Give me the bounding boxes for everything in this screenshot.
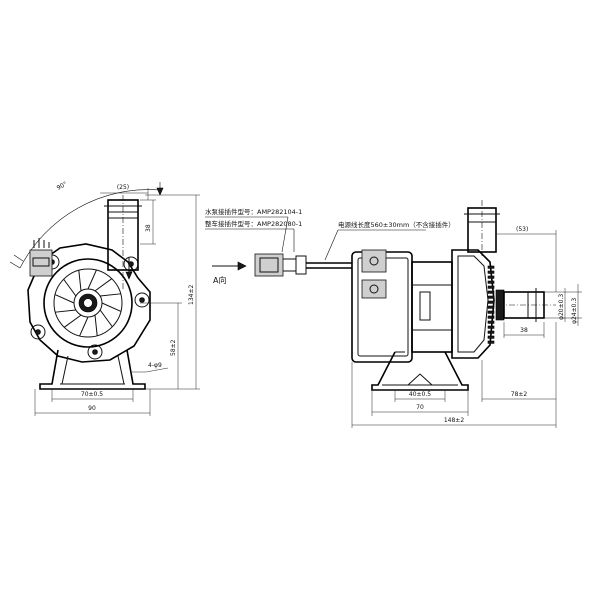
pump-head-rib bbox=[487, 280, 495, 284]
dim-58-label: 58±2 bbox=[170, 339, 177, 356]
pump-head-rib bbox=[487, 320, 495, 324]
pump-head-rib bbox=[487, 315, 495, 319]
dim-148-label: 148±2 bbox=[444, 417, 464, 424]
connector-housing bbox=[295, 255, 307, 275]
view-indicator: A向 水泵接插件型号：AMP282104-1 整车接插件型号：AMP282080… bbox=[205, 207, 455, 285]
pump-housing-outline bbox=[27, 243, 151, 363]
impeller-spoke bbox=[87, 269, 97, 290]
pump-head-rib bbox=[487, 300, 495, 304]
side-view: (53) φ20±0.3 φ24±0.3 38 40±0.5 78±2 70 1… bbox=[254, 200, 582, 428]
dim-4phi9-label: 4-φ9 bbox=[148, 362, 162, 369]
mount-lug-bottom bbox=[87, 344, 103, 360]
pump-head-rib bbox=[487, 330, 495, 334]
cable-length-label: 电源线长度560±30mm（不含接插件） bbox=[338, 220, 455, 229]
connector-block bbox=[29, 249, 53, 277]
mounting-foot bbox=[39, 349, 146, 390]
pump-head-rib bbox=[487, 340, 495, 344]
dim-38-top-label: 38 bbox=[145, 224, 152, 232]
dim-70-label: 70±0.5 bbox=[81, 391, 103, 398]
dim-90-label: 90 bbox=[88, 405, 96, 412]
dim-134-label: 134±2 bbox=[188, 285, 195, 305]
dim-phi24-label: φ24±0.3 bbox=[571, 298, 578, 324]
impeller-spoke bbox=[94, 315, 98, 336]
pump-head-rib bbox=[487, 305, 495, 309]
impeller-spoke bbox=[54, 294, 75, 304]
impeller-spoke bbox=[100, 293, 121, 297]
impeller-spoke bbox=[63, 314, 82, 328]
view-a-label: A向 bbox=[213, 275, 226, 285]
pump-connector-label: 水泵接插件型号：AMP282104-1 bbox=[205, 207, 302, 216]
impeller-ring-outer bbox=[43, 258, 133, 348]
impeller-spoke bbox=[63, 278, 77, 297]
dim-38-side-label: 38 bbox=[520, 327, 528, 334]
impeller-spoke bbox=[101, 302, 122, 312]
middle-housing bbox=[411, 261, 453, 353]
impeller-spoke bbox=[79, 316, 89, 337]
mount-lug-right bbox=[134, 292, 150, 308]
pump-head-rib bbox=[487, 270, 495, 274]
arrow-mark bbox=[156, 187, 164, 196]
pump-head-rib bbox=[487, 310, 495, 314]
mount-lug-bottom-left bbox=[30, 324, 46, 340]
dim-70-side-label: 70 bbox=[416, 404, 424, 411]
front-view: (25) 90° 38 134±2 58±2 4-φ9 70±0.5 90 bbox=[9, 181, 200, 416]
impeller-ring-inner bbox=[53, 268, 123, 338]
pump-head-rib bbox=[487, 290, 495, 294]
impeller-spoke bbox=[55, 309, 76, 313]
dim-53-label: (53) bbox=[516, 226, 528, 233]
impeller-spoke bbox=[78, 270, 82, 291]
pump-head-rib bbox=[487, 295, 495, 299]
motor-connector bbox=[361, 249, 387, 273]
pump-head-rib bbox=[487, 275, 495, 279]
impeller-spokes bbox=[54, 269, 122, 337]
dim-25-label: (25) bbox=[117, 184, 129, 191]
pump-head-rib bbox=[487, 285, 495, 289]
side-mounting-foot bbox=[371, 351, 469, 391]
view-a-arrow bbox=[237, 261, 247, 271]
impeller-spoke bbox=[99, 309, 113, 328]
pump-head-rib bbox=[487, 325, 495, 329]
dim-78-label: 78±2 bbox=[511, 391, 528, 398]
angle-label: 90° bbox=[56, 181, 69, 192]
impeller-spoke bbox=[94, 278, 113, 292]
pump-head-rib bbox=[487, 335, 495, 339]
dim-40-label: 40±0.5 bbox=[409, 391, 431, 398]
pump-head-rib bbox=[487, 265, 495, 269]
pump-head-ribs bbox=[487, 265, 495, 344]
vehicle-connector-label: 整车接插件型号：AMP282080-1 bbox=[205, 219, 302, 228]
dim-phi20-label: φ20±0.3 bbox=[558, 294, 565, 320]
connector-plug bbox=[254, 253, 284, 277]
